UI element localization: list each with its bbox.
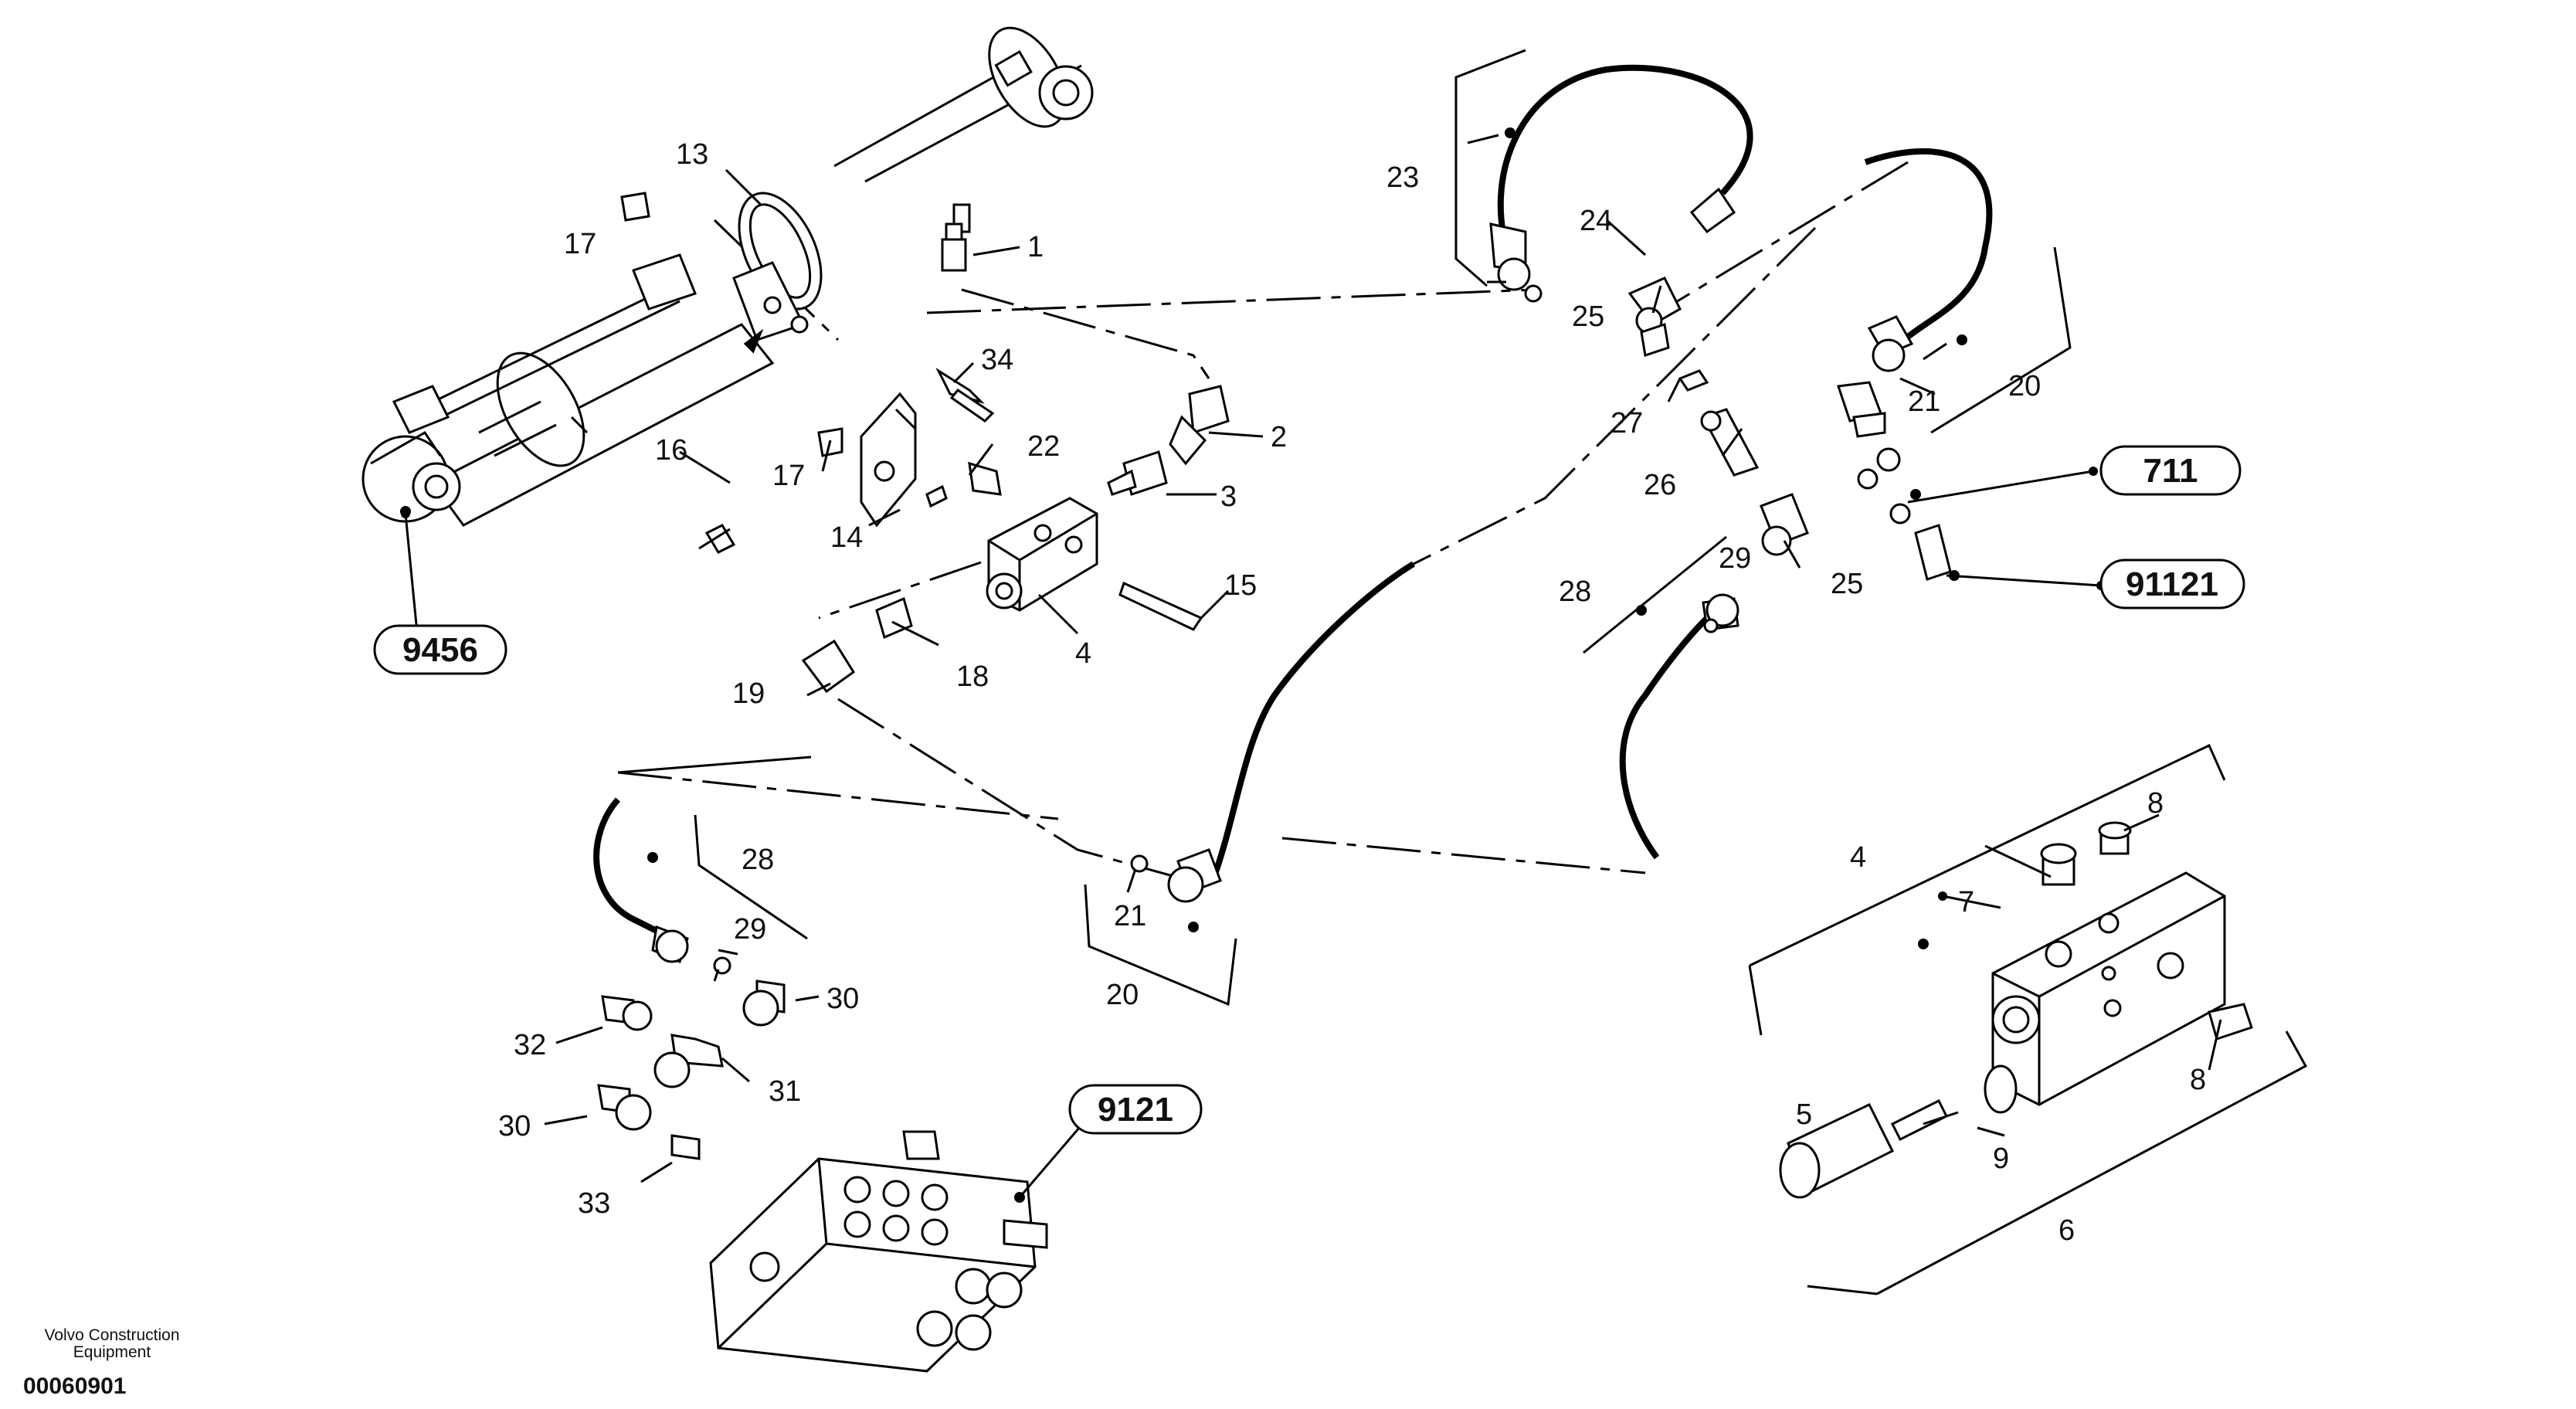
callout-9456-text: 9456 — [402, 631, 478, 669]
footer-drawing-id: 00060901 — [23, 1373, 127, 1399]
label-7: 7 — [1958, 886, 1974, 918]
label-30b: 30 — [498, 1110, 531, 1142]
label-29a: 29 — [1719, 542, 1751, 575]
label-28b: 28 — [742, 844, 774, 876]
label-28a: 28 — [1559, 575, 1591, 608]
label-24: 24 — [1580, 205, 1612, 237]
label-22: 22 — [1027, 430, 1060, 463]
label-25a: 25 — [1572, 300, 1604, 333]
label-9: 9 — [1993, 1142, 2009, 1175]
label-14: 14 — [830, 521, 863, 554]
label-16: 16 — [655, 434, 687, 467]
label-20b: 20 — [1106, 979, 1139, 1011]
callout-9121: 9121 — [1068, 1084, 1203, 1135]
small-fittings — [620, 192, 1230, 694]
label-17b: 17 — [772, 460, 805, 492]
callout-91121-text: 91121 — [2126, 565, 2218, 603]
label-26: 26 — [1644, 469, 1676, 501]
label-27: 27 — [1610, 407, 1643, 440]
footer-company: Volvo Construction Equipment — [44, 1326, 180, 1361]
valve-block-4-center — [986, 497, 1098, 612]
label-21a: 21 — [1908, 385, 1940, 418]
valve-fittings-30-33 — [597, 980, 786, 1131]
reference-callouts: 9456 711 91121 9121 — [373, 445, 2245, 1135]
label-4a: 4 — [1075, 637, 1091, 670]
label-30a: 30 — [826, 983, 859, 1015]
callout-91121: 91121 — [2099, 559, 2245, 609]
label-8a: 8 — [2147, 787, 2164, 820]
hydraulic-cylinder — [361, 26, 1094, 527]
label-5: 5 — [1796, 1098, 1812, 1131]
label-20a: 20 — [2008, 370, 2041, 402]
right-fittings — [713, 277, 1952, 975]
label-6: 6 — [2058, 1214, 2075, 1247]
label-21b: 21 — [1114, 900, 1146, 932]
hose-ends — [651, 187, 1914, 964]
group-brackets — [617, 49, 2308, 1295]
label-32: 32 — [514, 1029, 546, 1061]
callout-711: 711 — [2099, 445, 2242, 496]
label-3: 3 — [1220, 480, 1237, 513]
label-33: 33 — [578, 1187, 610, 1220]
label-1: 1 — [1027, 231, 1044, 263]
label-34: 34 — [981, 344, 1013, 376]
label-17a: 17 — [564, 228, 596, 260]
bracket-14 — [860, 392, 917, 528]
label-31: 31 — [769, 1075, 801, 1108]
valve-block-detail — [1779, 821, 2253, 1199]
label-15: 15 — [1224, 569, 1257, 602]
hoses — [593, 64, 1993, 942]
label-19: 19 — [732, 677, 765, 710]
label-18: 18 — [956, 660, 989, 693]
part-labels: 1 2 3 4 4 5 6 7 8 8 9 13 14 15 16 17 17 … — [498, 138, 2206, 1247]
callout-9121-text: 9121 — [1098, 1091, 1173, 1129]
label-2: 2 — [1271, 421, 1287, 453]
control-valve-9121 — [670, 1130, 1048, 1373]
label-8b: 8 — [2190, 1064, 2206, 1096]
label-23: 23 — [1386, 161, 1419, 194]
leader-lines — [401, 134, 2222, 1202]
label-13: 13 — [676, 138, 708, 171]
label-29b: 29 — [734, 913, 766, 946]
callout-711-text: 711 — [2143, 452, 2198, 490]
indicator-dots — [400, 127, 1967, 1203]
label-4b: 4 — [1850, 841, 1866, 874]
clamp-13 — [732, 192, 823, 354]
label-25b: 25 — [1831, 568, 1863, 600]
dashed-connection-lines — [617, 161, 1909, 882]
callout-9456: 9456 — [373, 624, 507, 675]
